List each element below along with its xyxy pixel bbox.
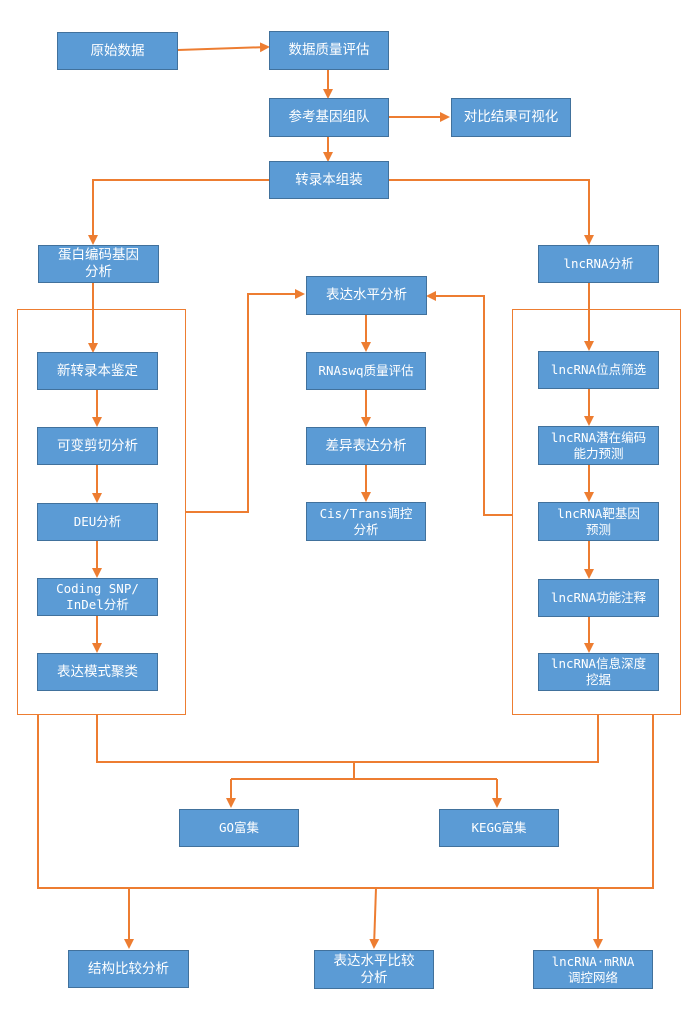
- expression-compare-node: 表达水平比较 分析: [314, 950, 434, 989]
- arrow-to-expr-compare: [369, 887, 380, 949]
- arrow-rightpanel-to-expr: [426, 291, 513, 516]
- arrow-leftpanel-to-expr: [186, 289, 305, 513]
- protein-coding-panel: [17, 309, 186, 715]
- lncrna-site-filter-node: lncRNA位点筛选: [538, 351, 659, 389]
- regulatory-network-node: lncRNA·mRNA 调控网络: [533, 950, 653, 989]
- lncrna-panel: [512, 309, 681, 715]
- cis-trans-node: Cis/Trans调控 分析: [306, 502, 426, 541]
- novel-transcript-node: 新转录本鉴定: [37, 352, 158, 390]
- alt-splicing-node: 可变剪切分析: [37, 427, 158, 465]
- kegg-enrichment-node: KEGG富集: [439, 809, 559, 847]
- lncrna-function-node: lncRNA功能注释: [538, 579, 659, 617]
- transcript-assembly-node: 转录本组装: [269, 161, 389, 199]
- go-enrichment-node: GO富集: [179, 809, 299, 847]
- structure-compare-node: 结构比较分析: [68, 950, 189, 988]
- expression-level-node: 表达水平分析: [306, 276, 427, 315]
- deu-node: DEU分析: [37, 503, 158, 541]
- lncrna-mining-node: lncRNA信息深度 挖据: [538, 653, 659, 691]
- differential-expression-node: 差异表达分析: [306, 427, 426, 465]
- connector-bottom-bus: [37, 715, 654, 889]
- lncrna-coding-potential-node: lncRNA潜在编码 能力预测: [538, 426, 659, 465]
- protein-coding-node: 蛋白编码基因 分析: [38, 245, 159, 283]
- snp-indel-node: Coding SNP/ InDel分析: [37, 578, 158, 616]
- connector-panels-to-enrichment: [96, 715, 599, 763]
- qc-node: 数据质量评估: [269, 31, 389, 70]
- arrow-assembly-to-protein: [88, 179, 269, 245]
- expression-cluster-node: 表达模式聚类: [37, 653, 158, 691]
- arrow-assembly-to-lncrna: [389, 179, 594, 245]
- reference-alignment-node: 参考基因组队: [269, 98, 389, 137]
- raw-data-node: 原始数据: [57, 32, 178, 70]
- visualization-node: 对比结果可视化: [451, 98, 571, 137]
- arrow-raw-to-qc: [177, 42, 270, 53]
- lncrna-target-node: lncRNA靶基因 预测: [538, 502, 659, 541]
- rnaseq-qc-node: RNAswq质量评估: [306, 352, 426, 390]
- lncrna-analysis-node: lncRNA分析: [538, 245, 659, 283]
